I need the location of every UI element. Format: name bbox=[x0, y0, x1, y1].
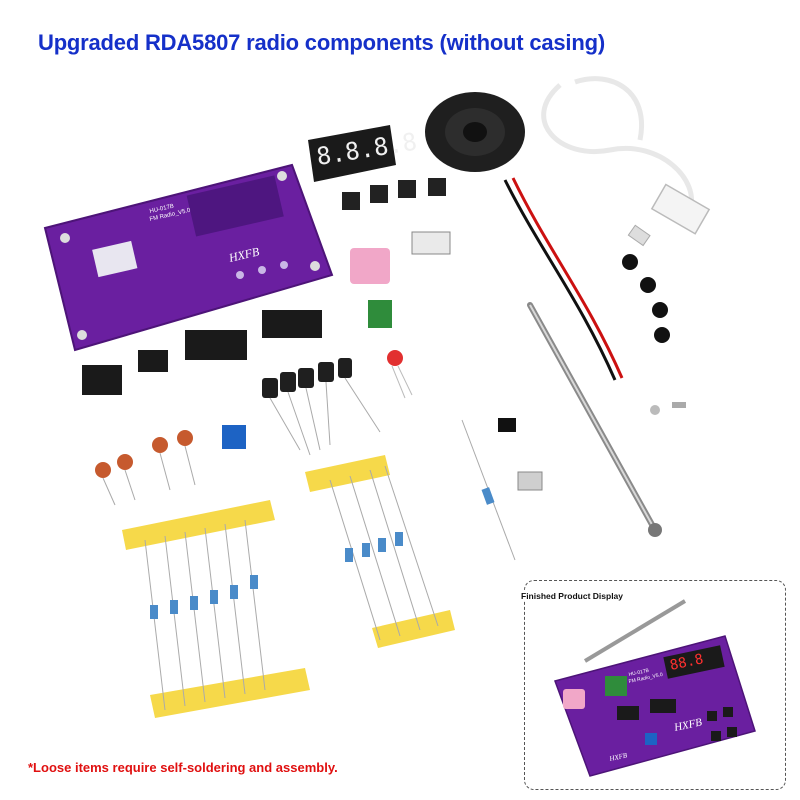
assembly-footnote: *Loose items require self-soldering and … bbox=[28, 760, 338, 775]
telescopic-antenna bbox=[527, 302, 662, 537]
smd-regulator bbox=[498, 418, 516, 432]
inset-label: Finished Product Display bbox=[519, 591, 626, 601]
loose-resistor bbox=[461, 419, 516, 561]
rda5807-module bbox=[368, 300, 392, 328]
red-black-wires bbox=[503, 177, 624, 381]
seven-segment-display: 8.8.8.8 bbox=[308, 125, 419, 182]
audio-jack bbox=[350, 248, 390, 284]
button-caps bbox=[622, 254, 670, 343]
resistor-strip-right bbox=[305, 455, 455, 648]
resistor-strip-left bbox=[122, 500, 310, 718]
pcb-model-text: HU-017B bbox=[149, 204, 174, 215]
trimmer-potentiometer bbox=[222, 425, 246, 449]
svg-text:88.8: 88.8 bbox=[669, 651, 705, 674]
slide-switch bbox=[411, 231, 451, 255]
ic-sockets bbox=[82, 310, 322, 395]
usb-socket bbox=[517, 471, 543, 491]
finished-product-inset: Finished Product Display 88.8 HU-017B FM… bbox=[519, 580, 786, 790]
electrolytic-capacitors bbox=[262, 358, 381, 456]
usb-cable bbox=[541, 76, 711, 247]
finished-radio-photo: 88.8 HU-017B FM Radio_V5.0 HXFB HXFB bbox=[554, 599, 756, 777]
screw-and-nut bbox=[650, 402, 686, 415]
page-title: Upgraded RDA5807 radio components (witho… bbox=[38, 30, 605, 55]
red-led bbox=[387, 350, 413, 399]
tactile-buttons bbox=[342, 178, 446, 210]
ceramic-capacitors bbox=[95, 430, 196, 506]
inset-logo-text: HXFB bbox=[672, 716, 703, 734]
speaker bbox=[425, 92, 525, 172]
inset-board-model: HU-017B bbox=[628, 668, 650, 678]
main-pcb: HU-017B FM Radio_V5.0 HXFB bbox=[43, 163, 334, 352]
inset-logo-text-small: HXFB bbox=[608, 751, 629, 763]
